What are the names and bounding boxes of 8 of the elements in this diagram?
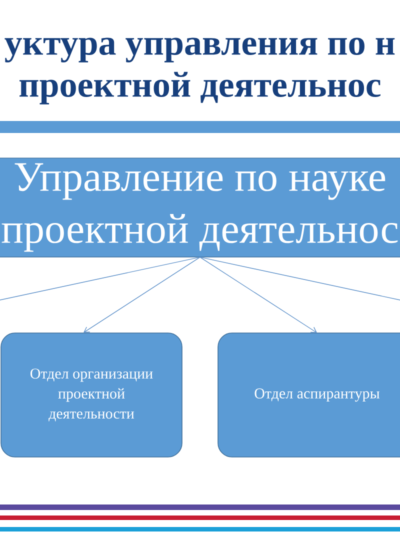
connector-arrow bbox=[200, 256, 317, 333]
connector-line bbox=[200, 256, 400, 300]
connector-line bbox=[0, 256, 200, 300]
title: уктура управления по н проектной деятельнос bbox=[4, 38, 395, 104]
heading-box: Управление по науке проектной деятельнос bbox=[0, 158, 400, 258]
department-box: Отдел организации проектной деятельности bbox=[0, 332, 182, 458]
connector-arrow bbox=[84, 256, 200, 333]
department-box: Отдел аспирантуры bbox=[218, 332, 400, 458]
